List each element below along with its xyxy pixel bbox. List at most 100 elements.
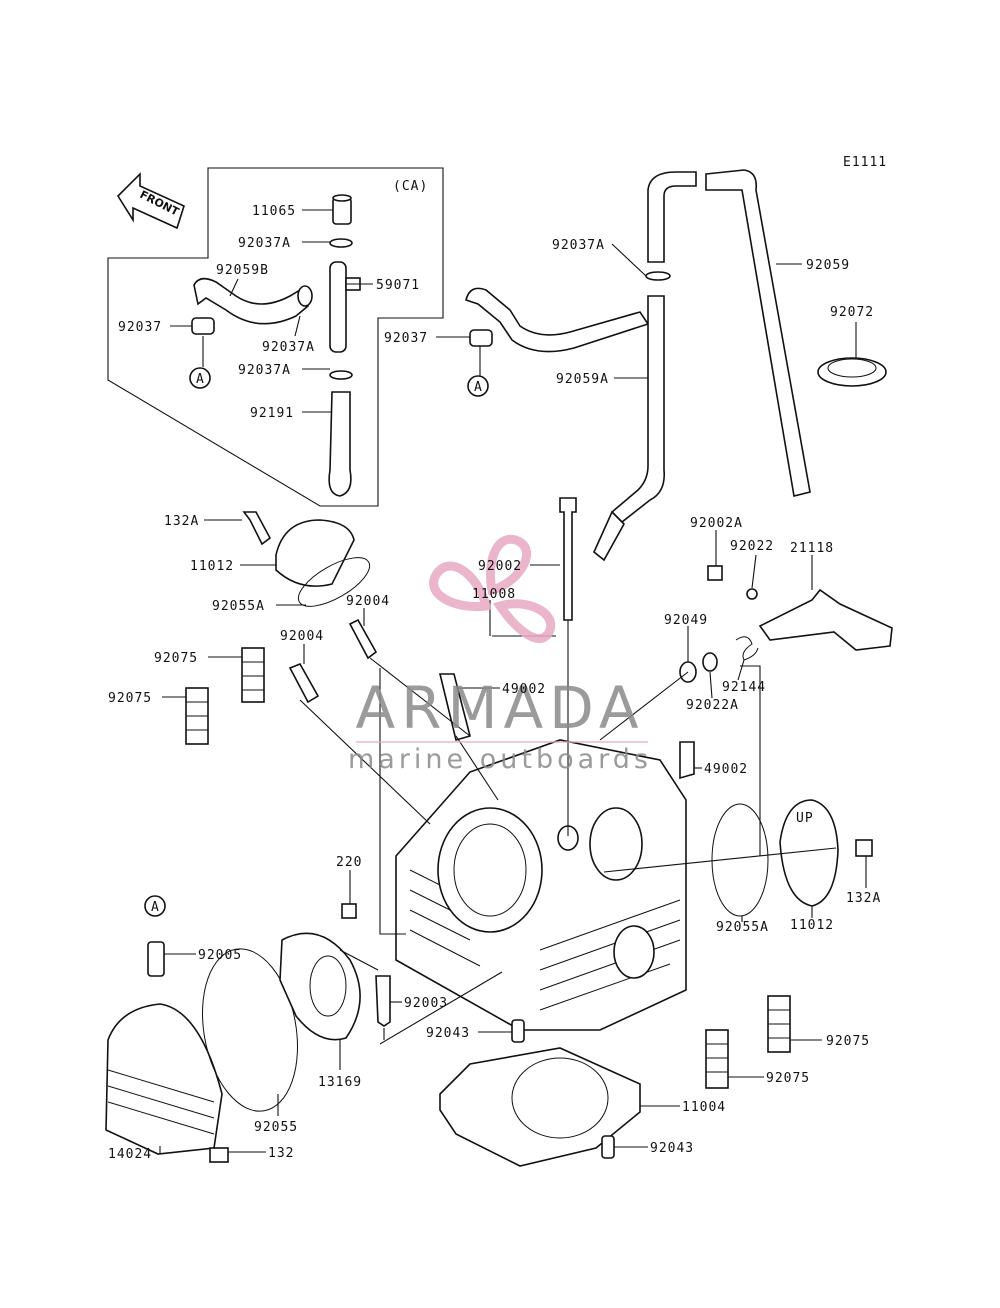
- part-label-92075: 92075: [766, 1071, 810, 1086]
- clamp-92037: [469, 329, 493, 347]
- damper-stack-92075: [241, 647, 265, 703]
- ca-label: (CA): [393, 179, 428, 194]
- part-label-14024: 14024: [108, 1147, 152, 1162]
- watermark-tagline: marine outboards: [348, 744, 652, 775]
- valve-59071: [329, 261, 347, 353]
- cylinder-head-11008: [395, 739, 687, 1031]
- part-labels: 11065 92037A 92059B 59071 92037 92037A 9…: [108, 204, 881, 1162]
- part-label-92022: 92022: [730, 539, 774, 554]
- part-label-11012: 11012: [790, 918, 834, 933]
- diagram-code: E1111: [843, 155, 887, 170]
- dowel-92043: [601, 1135, 615, 1159]
- part-label-92037A: 92037A: [238, 236, 291, 251]
- front-direction-arrow: FRONT: [116, 172, 185, 230]
- part-label-59071: 59071: [376, 278, 420, 293]
- spring-92144: [735, 636, 759, 661]
- part-label-92037A: 92037A: [552, 238, 605, 253]
- gasket-11004: [439, 1047, 641, 1167]
- propeller-logo-icon: [429, 535, 556, 643]
- hose-92059-top: [647, 171, 697, 263]
- part-label-92075: 92075: [108, 691, 152, 706]
- gasket-bore: [511, 1057, 609, 1139]
- lever-21118: [758, 588, 893, 651]
- oring-92055A: [297, 557, 371, 607]
- part-label-132A: 132A: [164, 514, 199, 529]
- bolt-92002A: [707, 565, 723, 581]
- ca-region-frame: [107, 167, 444, 507]
- plug-49002: [679, 741, 695, 780]
- part-label-132: 132: [268, 1146, 294, 1161]
- part-label-11004: 11004: [682, 1100, 726, 1115]
- cap-top: [332, 194, 352, 202]
- part-label-21118: 21118: [790, 541, 834, 556]
- part-label-92002: 92002: [478, 559, 522, 574]
- stud-92004: [288, 662, 320, 704]
- part-label-49002: 49002: [502, 682, 546, 697]
- damper-stack-92075: [185, 687, 209, 745]
- washer-92022A: [702, 652, 718, 672]
- part-label-92005: 92005: [198, 948, 242, 963]
- damper-body: [241, 647, 265, 703]
- dowel-92043: [511, 1019, 525, 1043]
- hose-92059A-branch: [465, 287, 650, 353]
- clamp-inner: [827, 358, 877, 378]
- washer-92022: [746, 588, 758, 600]
- damper-body: [705, 1029, 729, 1089]
- part-label-92075: 92075: [826, 1034, 870, 1049]
- cover-14024: [105, 1003, 223, 1155]
- part-label-11012: 11012: [190, 559, 234, 574]
- plate-hole: [309, 955, 347, 1017]
- part-label-92022A: 92022A: [686, 698, 739, 713]
- part-label-92037: 92037: [384, 331, 428, 346]
- oring-92055: [202, 948, 298, 1112]
- bolt-132A: [242, 511, 272, 546]
- part-label-92049: 92049: [664, 613, 708, 628]
- hose-92191: [328, 391, 352, 497]
- part-label-49002: 49002: [704, 762, 748, 777]
- damper-stack-92075: [767, 995, 791, 1053]
- part-label-92055A: 92055A: [716, 920, 769, 935]
- ref-marker-a: [189, 367, 211, 389]
- ref-marker-label: A: [474, 380, 483, 395]
- part-label-92075: 92075: [154, 651, 198, 666]
- ref-marker-label: A: [151, 900, 160, 915]
- part-label-92037A: 92037A: [238, 363, 291, 378]
- ref-marker-a: [144, 895, 166, 917]
- part-label-92144: 92144: [722, 680, 766, 695]
- stud-92004: [348, 618, 378, 660]
- plate-13169: [279, 932, 361, 1041]
- part-label-92055A: 92055A: [212, 599, 265, 614]
- cap-11065: [332, 197, 352, 225]
- clamp-icon: [329, 238, 353, 248]
- part-label-92003: 92003: [404, 996, 448, 1011]
- hose-92059: [705, 169, 811, 497]
- part-label-92059A: 92059A: [556, 372, 609, 387]
- part-label-92004: 92004: [280, 629, 324, 644]
- hose-92059B: [193, 277, 309, 325]
- part-label-11008: 11008: [472, 587, 516, 602]
- armada-watermark: ARMADA marine outboards: [348, 535, 652, 775]
- part-label-220: 220: [336, 855, 362, 870]
- up-mark: UP: [796, 811, 814, 826]
- oring-92055A: [711, 803, 769, 917]
- part-label-92055: 92055: [254, 1120, 298, 1135]
- hose-clamp-92072: [817, 357, 887, 387]
- part-label-92059: 92059: [806, 258, 850, 273]
- bolt-92003: [375, 975, 391, 1027]
- damper-stack-92075: [705, 1029, 729, 1089]
- part-label-11065: 11065: [252, 204, 296, 219]
- part-label-92191: 92191: [250, 406, 294, 421]
- part-label-92037A: 92037A: [262, 340, 315, 355]
- bolt-220: [341, 903, 357, 919]
- part-label-13169: 13169: [318, 1075, 362, 1090]
- part-label-132A: 132A: [846, 891, 881, 906]
- clamp-icon: [645, 271, 671, 281]
- watermark-brand: ARMADA: [355, 674, 644, 742]
- hose-end: [593, 510, 625, 562]
- part-label-92037: 92037: [118, 320, 162, 335]
- part-label-92002A: 92002A: [690, 516, 743, 531]
- bolt-92002: [559, 497, 577, 621]
- part-label-92072: 92072: [830, 305, 874, 320]
